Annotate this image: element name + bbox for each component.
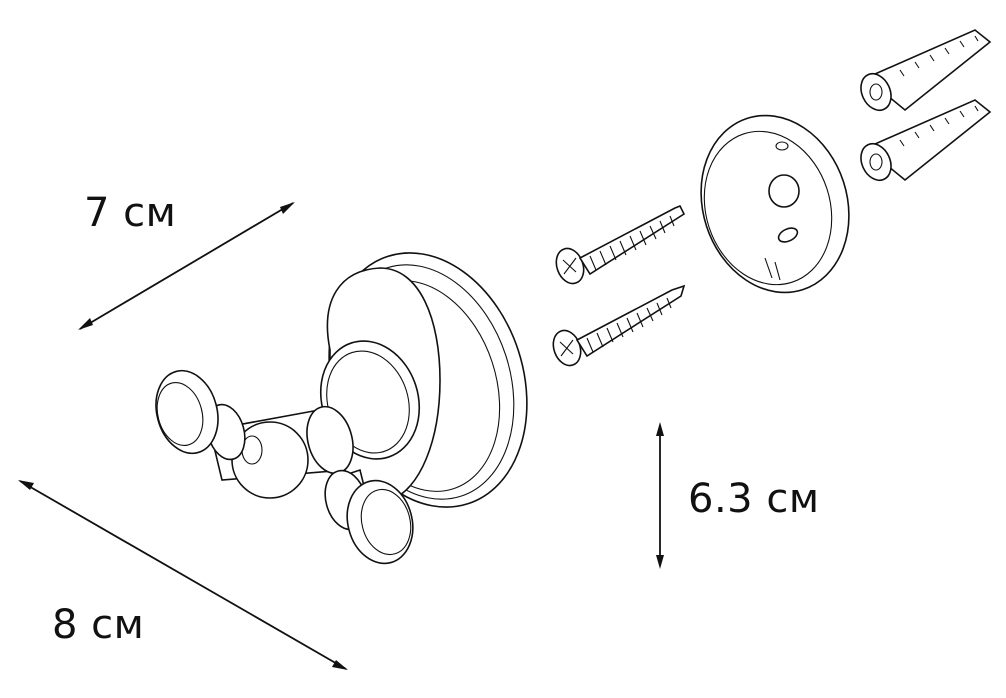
dimension-arrow-depth	[18, 480, 348, 670]
mounting-bracket	[700, 114, 850, 294]
dimension-label-width: 7 см	[84, 190, 177, 236]
wall-plug-upper	[860, 29, 992, 112]
wall-plug-lower	[860, 99, 992, 182]
hook-body	[155, 369, 414, 565]
screw-upper	[555, 204, 686, 285]
screw-lower	[552, 284, 686, 367]
dimension-arrow-height	[656, 422, 664, 569]
dimension-label-depth: 8 см	[52, 602, 145, 648]
hook-wall-plate	[319, 252, 528, 508]
dimension-arrow-width	[78, 202, 295, 330]
dimension-label-height: 6.3 см	[688, 476, 820, 522]
